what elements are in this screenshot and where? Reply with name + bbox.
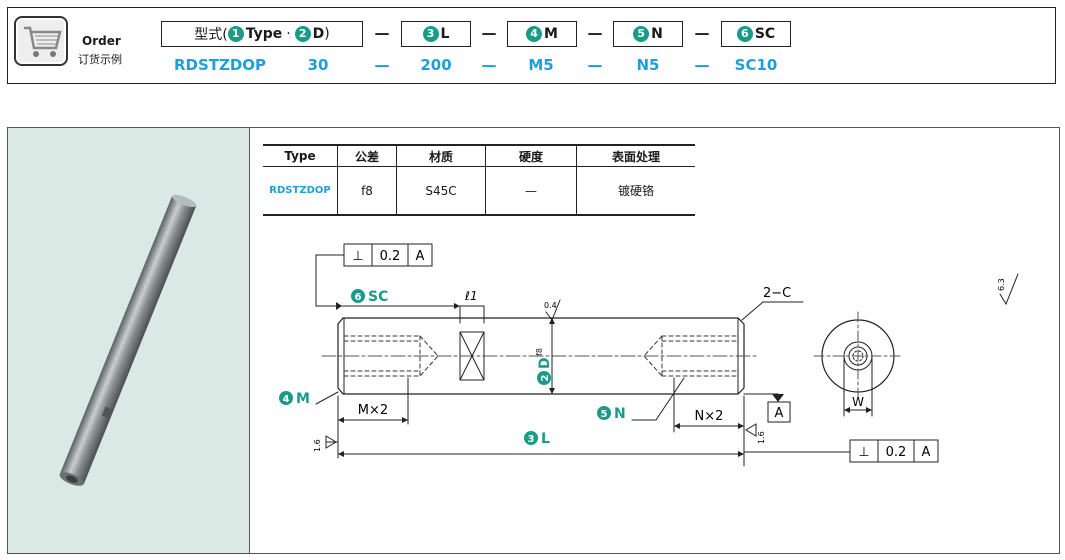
type-label: Type xyxy=(245,26,283,42)
dim-n-x2: N×2 xyxy=(673,377,745,467)
roughness-04: 0.4 xyxy=(544,301,557,310)
svg-text:L: L xyxy=(541,431,550,447)
tol-datum: A xyxy=(416,249,425,264)
shaft-photo-image xyxy=(59,194,197,486)
value-sc: SC10 xyxy=(734,56,778,74)
dash: — xyxy=(374,24,390,42)
dash: — xyxy=(694,24,710,42)
svg-text:4: 4 xyxy=(283,394,290,405)
dim-m-x2: M×2 xyxy=(337,377,409,459)
label-4-m: 4 M xyxy=(279,391,339,407)
cell-type: RDSTZDOP xyxy=(263,166,338,216)
n-label: N xyxy=(651,26,663,42)
technical-drawing: ⊥ 0.2 A 6 SC ℓ1 xyxy=(279,243,1019,467)
header-type: Type xyxy=(263,144,338,167)
num-4-badge: 4 xyxy=(526,26,543,42)
product-panel: Type 公差 材质 硬度 表面处理 RDSTZDOP f8 S45C — 镀硬… xyxy=(7,127,1060,554)
cell-hardness: — xyxy=(485,166,577,216)
svg-text:W: W xyxy=(852,395,864,409)
order-subtitle: 订货示例 xyxy=(78,53,122,66)
m-label: M xyxy=(544,26,558,42)
num-2-badge: 2 xyxy=(294,26,311,42)
svg-text:5: 5 xyxy=(601,409,608,420)
svg-text:SC: SC xyxy=(368,289,388,305)
product-photo xyxy=(8,128,250,553)
value-d: 30 xyxy=(307,56,329,74)
label-l1: ℓ1 xyxy=(459,289,485,324)
svg-text:A: A xyxy=(922,445,931,460)
header-hardness: 硬度 xyxy=(485,144,577,167)
end-view: W xyxy=(813,311,903,417)
header-surface: 表面处理 xyxy=(576,144,695,167)
shaft-outline xyxy=(321,317,759,395)
svg-text:6.3: 6.3 xyxy=(997,278,1006,291)
cell-material: S45C xyxy=(396,166,486,216)
label-2-d: 2 D f8 0.4 xyxy=(535,299,561,395)
svg-text:M: M xyxy=(296,391,310,407)
value-n: N5 xyxy=(636,56,660,74)
type-suffix: ) xyxy=(324,26,330,42)
svg-text:2: 2 xyxy=(540,374,551,381)
type-prefix: 型式( xyxy=(194,27,228,43)
label-5-n: 5 N xyxy=(597,377,685,422)
cell-tolerance: f8 xyxy=(337,166,397,216)
roughness-16-right: 1.6 xyxy=(745,423,766,444)
roughness-63: 6.3 xyxy=(997,273,1019,306)
dash: — xyxy=(374,56,390,74)
num-3-badge: 3 xyxy=(422,26,439,42)
sc-label: SC xyxy=(754,26,776,42)
label-6-sc: 6 SC xyxy=(337,289,460,309)
header-material: 材质 xyxy=(396,144,486,167)
shopping-cart-icon xyxy=(14,16,68,66)
tol-value: 0.2 xyxy=(380,249,401,264)
spec-table: Type 公差 材质 硬度 表面处理 RDSTZDOP f8 S45C — 镀硬… xyxy=(263,144,695,216)
num-1-badge: 1 xyxy=(227,26,244,42)
svg-text:ℓ1: ℓ1 xyxy=(464,289,478,303)
dash: — xyxy=(481,56,497,74)
svg-text:f8: f8 xyxy=(535,348,544,356)
dash: — xyxy=(694,56,710,74)
dash: — xyxy=(587,56,603,74)
svg-text:D: D xyxy=(537,357,553,369)
chamfer-label: 2−C xyxy=(741,286,804,321)
d-label: D xyxy=(312,26,325,42)
dash: — xyxy=(481,24,497,42)
spec-header-row: Type 公差 材质 硬度 表面处理 xyxy=(263,144,695,167)
svg-text:M×2: M×2 xyxy=(358,403,388,418)
value-l: 200 xyxy=(420,56,452,74)
spec-row: RDSTZDOP f8 S45C — 镀硬铬 xyxy=(263,166,695,216)
label-3-l: 3 L xyxy=(337,431,745,457)
cell-surface: 镀硬铬 xyxy=(576,166,695,216)
type-sep: · xyxy=(286,26,291,42)
num-5-badge: 5 xyxy=(633,26,650,42)
svg-text:N×2: N×2 xyxy=(695,409,724,424)
tolerance-frame-top: ⊥ 0.2 A xyxy=(315,243,433,310)
l-label: L xyxy=(440,26,450,42)
tolerance-frame-bottom: ⊥ 0.2 A xyxy=(743,439,939,463)
num-6-badge: 6 xyxy=(736,26,753,42)
value-type: RDSTZDOP xyxy=(173,56,267,74)
svg-text:6: 6 xyxy=(355,292,362,303)
type-d-box: 型式( 1 Type · 2 D ) xyxy=(161,21,363,47)
header-tolerance: 公差 xyxy=(337,144,397,167)
datum-a-marker: A xyxy=(743,393,791,423)
svg-text:N: N xyxy=(614,406,626,422)
dash: — xyxy=(587,24,603,42)
order-title: Order xyxy=(82,34,121,48)
roughness-16-left: 1.6 xyxy=(313,435,339,452)
svg-text:3: 3 xyxy=(528,434,535,445)
perp-symbol: ⊥ xyxy=(352,249,363,264)
svg-text:1.6: 1.6 xyxy=(313,439,322,452)
svg-text:⊥: ⊥ xyxy=(858,445,869,460)
value-m: M5 xyxy=(528,56,554,74)
svg-text:A: A xyxy=(775,406,784,421)
svg-text:0.2: 0.2 xyxy=(886,445,907,460)
svg-text:2−C: 2−C xyxy=(763,286,791,301)
svg-text:1.6: 1.6 xyxy=(757,431,766,444)
